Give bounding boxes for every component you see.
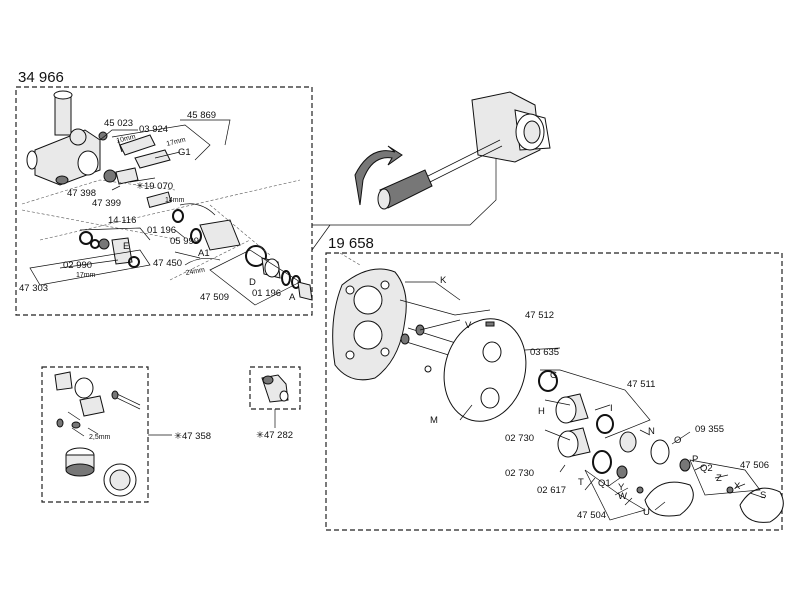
part-label-g1: G1	[178, 147, 191, 158]
part-label-47399: 47 399	[92, 198, 121, 209]
part-label-02730-b: 02 730	[505, 468, 534, 479]
part-label-x: X	[734, 481, 741, 492]
part-label-n: N	[648, 426, 655, 437]
part-label-o: O	[674, 435, 681, 446]
dimension-label-17mm-b: 17mm	[76, 272, 96, 279]
frame-19658	[325, 252, 783, 531]
part-label-05999: 05 999	[170, 236, 199, 247]
part-label-47358: ✳47 358	[174, 431, 211, 442]
part-label-v: V	[465, 320, 472, 331]
part-label-d: D	[249, 277, 256, 288]
part-label-i: I	[610, 403, 613, 414]
part-label-s: S	[760, 490, 766, 501]
screws-set	[399, 324, 466, 373]
part-label-01196-b: 01 196	[252, 288, 281, 299]
part-label-g: G	[550, 370, 557, 381]
part-label-45023: 45 023	[104, 118, 133, 129]
cartridge-parts-lower	[59, 231, 140, 269]
handle-caps	[636, 481, 784, 523]
part-label-t: T	[578, 477, 584, 488]
dimension-label-24mm: 24mm	[185, 267, 206, 277]
part-label-02730-a: 02 730	[505, 433, 534, 444]
stop-valve-parts	[245, 245, 313, 301]
section-title-19658: 19 658	[328, 235, 374, 252]
part-label-47450: 47 450	[153, 258, 182, 269]
part-label-09355: 09 355	[695, 424, 724, 435]
part-label-47398: 47 398	[67, 188, 96, 199]
part-label-m: M	[430, 415, 438, 426]
frame-47358	[41, 366, 149, 503]
part-label-k: K	[440, 275, 447, 286]
section-title-34966: 34 966	[18, 69, 64, 86]
cartridge-parts-upper	[98, 131, 241, 266]
part-label-02990: 02 990	[63, 260, 92, 271]
dimension-label-14mm: 14mm	[165, 197, 185, 204]
part-label-47303: 47 303	[19, 283, 48, 294]
part-label-03635: 03 635	[530, 347, 559, 358]
part-label-03924: 03 924	[139, 124, 168, 135]
part-label-w: W	[618, 491, 627, 502]
mounting-plate	[332, 268, 407, 381]
mixing-valve-body	[26, 90, 101, 186]
tool-inset-illustration	[311, 91, 551, 251]
part-label-y: Y	[618, 482, 625, 493]
part-label-u: U	[643, 507, 650, 518]
dimension-label-17mm-a: 17mm	[166, 136, 187, 148]
part-label-e: E	[123, 241, 129, 252]
part-label-p: P	[692, 454, 698, 465]
part-label-02617: 02 617	[537, 485, 566, 496]
part-label-a: A	[289, 292, 296, 303]
part-label-q2: Q2	[700, 463, 713, 474]
dimension-label-10mm: 10mm	[116, 133, 137, 145]
cover-plate	[443, 318, 527, 422]
frame-34966	[15, 86, 313, 316]
part-label-47509: 47 509	[200, 292, 229, 303]
part-label-19070: ✳19 070	[136, 181, 173, 192]
part-label-45869: 45 869	[187, 110, 216, 121]
part-label-14116: 14 116	[108, 215, 136, 226]
dimension-label-2-5mm: 2,5mm	[89, 434, 111, 441]
part-label-47512: 47 512	[525, 310, 554, 321]
valve-insert-part	[261, 374, 289, 403]
part-label-z: Z	[716, 473, 722, 484]
thermostat-element-parts	[54, 371, 141, 497]
part-label-01196-a: 01 196	[147, 225, 176, 236]
part-label-47504: 47 504	[577, 510, 606, 521]
part-label-q1: Q1	[598, 478, 611, 489]
part-label-47506: 47 506	[740, 460, 769, 471]
part-label-47511: 47 511	[627, 379, 655, 390]
part-label-a1: A1	[198, 248, 210, 259]
part-label-47282: ✳47 282	[256, 430, 293, 441]
part-label-h: H	[538, 406, 545, 417]
